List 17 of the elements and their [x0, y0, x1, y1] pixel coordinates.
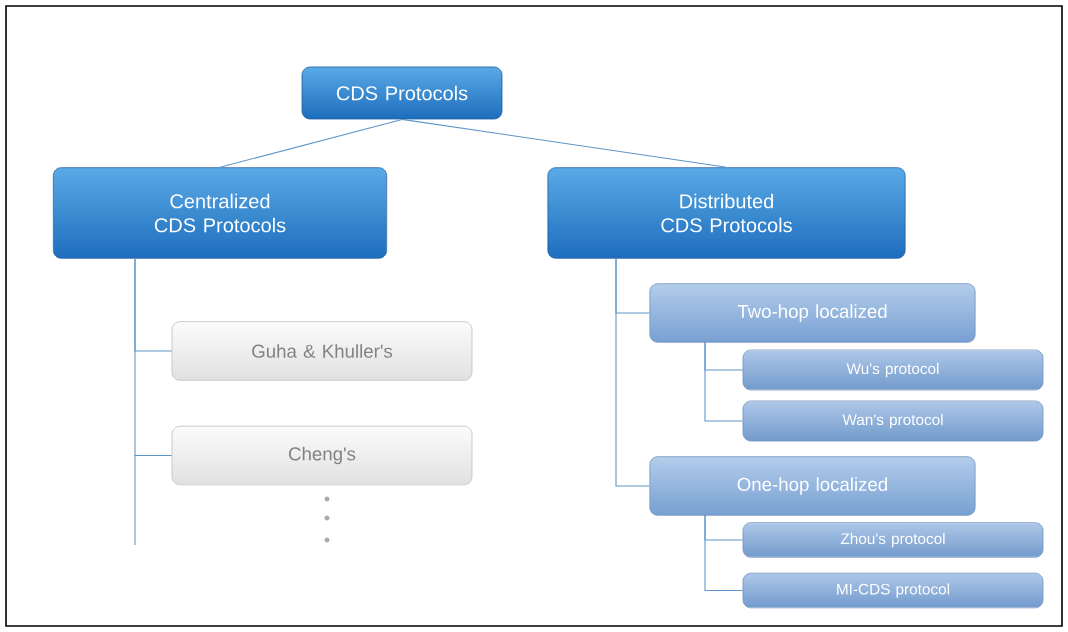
process-box: CDS Protocols — [301, 66, 503, 120]
process-box: One-hop localized — [649, 456, 976, 516]
connector-line — [704, 341, 744, 422]
connector-line — [401, 118, 728, 168]
process-box: Wan's protocol — [742, 400, 1044, 442]
process-box: Cheng's — [171, 425, 473, 486]
connector-line — [134, 257, 173, 457]
connector-line — [704, 514, 744, 592]
process-box: Distributed CDS Protocols — [547, 167, 906, 259]
process-box: Zhou's protocol — [742, 522, 1044, 558]
connector-line — [615, 257, 650, 487]
process-box: Guha & Khuller's — [171, 321, 473, 381]
process-box: Two-hop localized — [649, 283, 976, 343]
process-box: Centralized CDS Protocols — [52, 167, 388, 259]
process-box: MI-CDS protocol — [742, 572, 1044, 609]
process-box: Wu's protocol — [742, 349, 1044, 391]
connector-line — [219, 118, 403, 168]
